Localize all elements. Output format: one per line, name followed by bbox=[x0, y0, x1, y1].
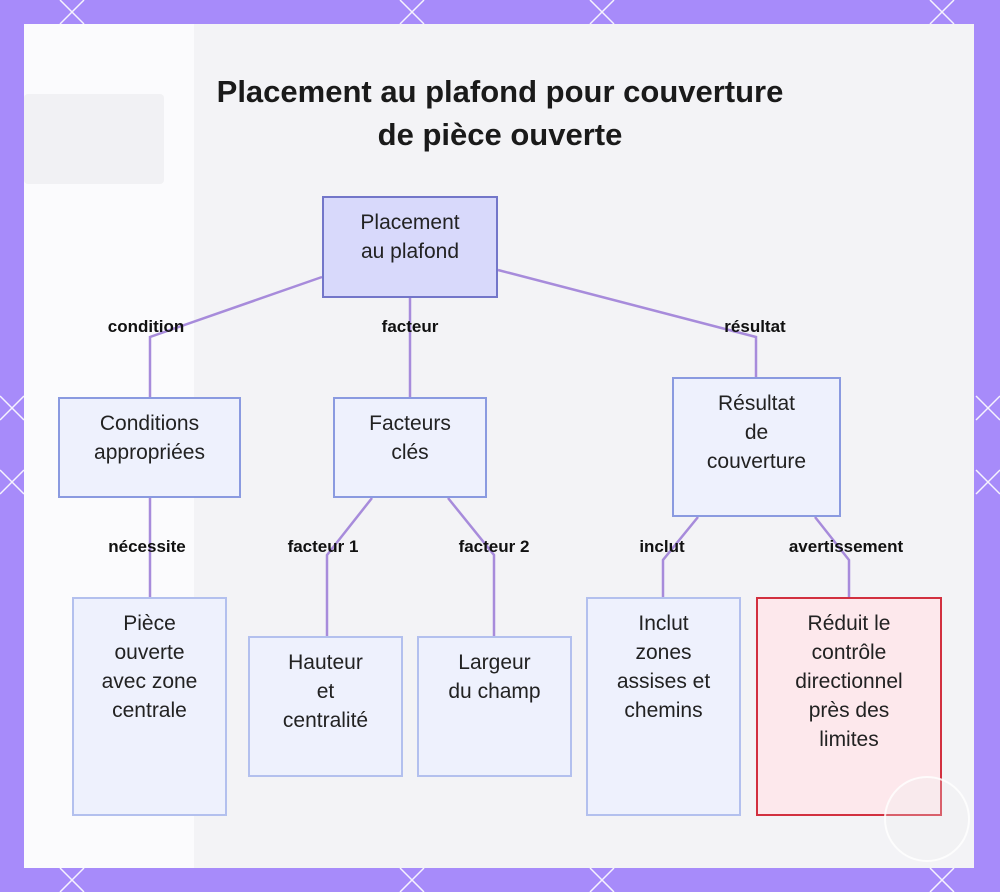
node-resultat-de-couverture: Résultat de couverture bbox=[672, 377, 841, 517]
edge-label-inclut: inclut bbox=[639, 537, 685, 556]
node-largeur-du-champ: Largeur du champ bbox=[417, 636, 572, 777]
node-conditions-appropriees: Conditions appropriées bbox=[58, 397, 241, 498]
edge-facteurs-hauteur bbox=[325, 497, 373, 636]
edge-label-condition: condition bbox=[107, 317, 185, 336]
node-label: Hauteur et centralité bbox=[282, 651, 369, 732]
node-label: Conditions appropriées bbox=[94, 412, 205, 464]
node-piece-ouverte: Pièce ouverte avec zone centrale bbox=[72, 597, 227, 816]
node-label: Placement au plafond bbox=[360, 211, 460, 263]
node-inclut-zones: Inclut zones assises et chemins bbox=[586, 597, 741, 816]
edge-resultat-reduit bbox=[814, 516, 851, 597]
edge-root-conditions bbox=[148, 275, 323, 397]
diagram-title: Placement au plafond pour couverture de … bbox=[150, 70, 850, 156]
node-label: Inclut zones assises et chemins bbox=[616, 612, 711, 722]
node-label: Résultat de couverture bbox=[706, 392, 807, 473]
node-label: Largeur du champ bbox=[448, 651, 541, 703]
node-reduit-controle: Réduit le contrôle directionnel près des… bbox=[756, 597, 942, 816]
edge-label-facteur-2: facteur 2 bbox=[458, 537, 530, 556]
node-facteurs-cles: Facteurs clés bbox=[333, 397, 487, 498]
background-ghost-shape bbox=[24, 94, 164, 184]
node-label: Facteurs clés bbox=[369, 412, 451, 464]
edge-root-resultat bbox=[497, 268, 758, 377]
title-line-1: Placement au plafond pour couverture bbox=[216, 74, 784, 109]
edge-label-avertissement: avertissement bbox=[788, 537, 904, 556]
node-label: Pièce ouverte avec zone centrale bbox=[101, 612, 198, 722]
edge-label-facteur: facteur bbox=[381, 317, 439, 336]
node-label: Réduit le contrôle directionnel près des… bbox=[795, 612, 903, 751]
edge-label-facteur-1: facteur 1 bbox=[287, 537, 359, 556]
edge-label-necessite: nécessite bbox=[108, 537, 186, 556]
node-hauteur-centralite: Hauteur et centralité bbox=[248, 636, 403, 777]
edge-facteurs-largeur bbox=[447, 497, 496, 636]
watermark-logo bbox=[884, 776, 970, 862]
node-placement-au-plafond: Placement au plafond bbox=[322, 196, 498, 298]
edge-resultat-inclut bbox=[661, 516, 699, 597]
edge-label-resultat: résultat bbox=[724, 317, 786, 336]
title-line-2: de pièce ouverte bbox=[377, 117, 623, 152]
